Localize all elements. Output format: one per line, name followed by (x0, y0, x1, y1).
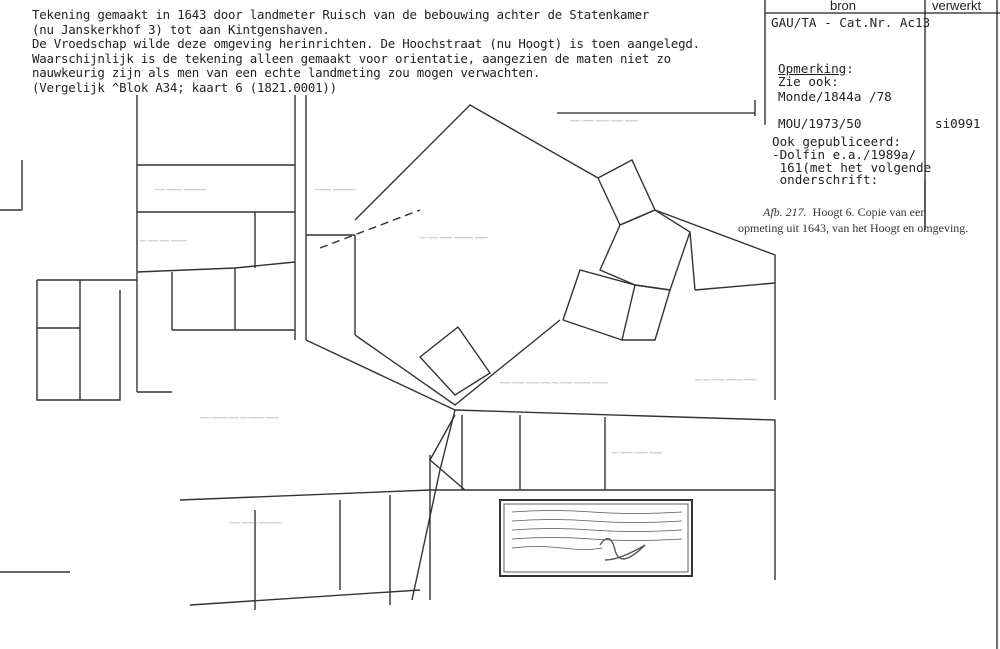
processed-code: si0991 (935, 116, 981, 131)
handwritten-labels: ~~~ ~~~~~ ~~~~~~~ ~~~~~ ~~~~~~~ ~~ ~~~ ~… (140, 119, 757, 527)
published-label: Ook gepubliceerd: (772, 134, 901, 149)
svg-text:~~~ ~~~~~ ~~~ ~~ ~~~~~ ~~~~: ~~~ ~~~~~ ~~~ ~~ ~~~~~ ~~~~ (200, 416, 280, 422)
intro-line: Waarschijnlijk is de tekening alleen gem… (32, 50, 671, 66)
intro-line: nauwkeurig zijn als men van een echte la… (32, 65, 541, 81)
svg-text:~~~ ~~~~~ ~~~~~~~: ~~~ ~~~~~ ~~~~~~~ (230, 521, 282, 527)
published-line-1: -Dolfin e.a./1989a/ (772, 147, 917, 162)
svg-text:~~~ ~~~~~ ~~~~~~~: ~~~ ~~~~~ ~~~~~~~ (155, 188, 207, 194)
intro-line: (nu Janskerkhof 3) tot aan Kintgenshaven… (32, 21, 330, 37)
signature-box (499, 499, 693, 577)
svg-text:~~ ~~~~ ~~~~ ~~~~: ~~ ~~~~ ~~~~ ~~~~ (612, 451, 663, 457)
catalog-number: GAU/TA - Cat.Nr. Ac13 (771, 15, 931, 30)
figure-number: Afb. 217. (763, 205, 807, 219)
intro-line: De Vroedschap wilde deze omgeving herinr… (32, 36, 700, 52)
remark-label-text: Opmerking (778, 61, 847, 76)
svg-text:~~~~~ ~~~~~~~: ~~~~~ ~~~~~~~ (315, 188, 356, 194)
intro-line: (Vergelijk ^Blok A34; kaart 6 (1821.0001… (32, 79, 337, 95)
caption-text-1: Hoogt 6. Copie van een (812, 205, 927, 219)
svg-text:~~~ ~~~~ ~~~~ ~~~~ ~~~~: ~~~ ~~~~ ~~~~ ~~~~ ~~~~ (570, 119, 638, 125)
reference-1: Monde/1844a /78 (778, 89, 892, 104)
svg-text:~~ ~~~ ~~~ ~~~~~: ~~ ~~~ ~~~ ~~~~~ (140, 239, 187, 245)
caption-line-1: Afb. 217. Hoogt 6. Copie van een (763, 205, 926, 220)
caption-line-2: opmeting uit 1643, van het Hoogt en omge… (738, 221, 969, 235)
card-lines (557, 0, 1000, 649)
intro-text: Tekening gemaakt in 1643 door landmeter … (32, 7, 700, 96)
parcel-lines (0, 95, 776, 610)
intro-line: Tekening gemaakt in 1643 door landmeter … (32, 7, 650, 22)
published-line-2: 161(met het volgende (772, 160, 932, 175)
column-header-bron: bron (830, 0, 857, 13)
remark-label: Opmerking: (778, 62, 854, 76)
svg-text:~~~ ~~~~ ~~~~ ~~~ ~~ ~~~~ ~~~~: ~~~ ~~~~ ~~~~ ~~~ ~~ ~~~~ ~~~~~ ~~~~~ (500, 381, 609, 387)
see-also: Zie ook: (778, 74, 839, 89)
remark-colon: : (846, 61, 854, 76)
svg-text:~~ ~~ ~~~~ ~~~~~ ~~~~: ~~ ~~ ~~~~ ~~~~~ ~~~~ (695, 378, 757, 384)
reference-2: MOU/1973/50 (778, 116, 862, 131)
svg-text:~~ ~~~ ~~~~ ~~~~~~ ~~~~: ~~ ~~~ ~~~~ ~~~~~~ ~~~~ (420, 236, 488, 242)
published-line-3: onderschrift: (772, 172, 879, 187)
column-header-verwerkt: verwerkt (932, 0, 982, 13)
